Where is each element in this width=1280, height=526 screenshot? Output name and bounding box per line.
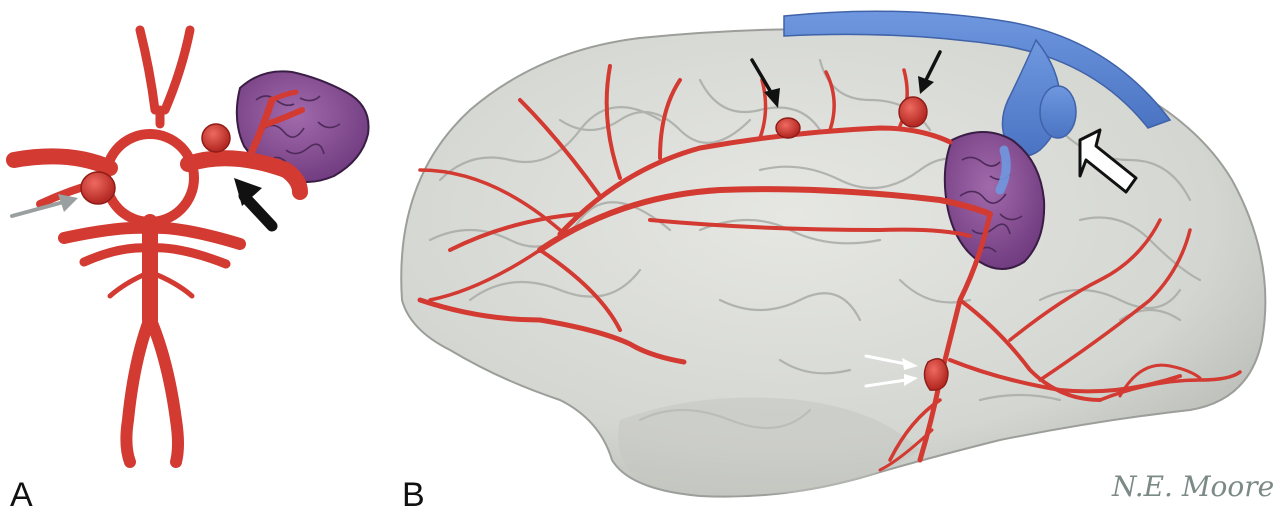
brain-hemisphere [400, 28, 1267, 498]
gray-arrow-icon [10, 194, 78, 218]
open-arrow-icon [1078, 128, 1138, 194]
panel-label-a: A [10, 476, 33, 514]
arterial-tree-b [417, 64, 1242, 472]
panel-label-b: B [402, 476, 425, 514]
aneurysm-right-a [201, 123, 231, 153]
aneurysm-b-2 [898, 96, 928, 128]
black-arrow-icon [234, 178, 278, 232]
artist-signature: N.E. Moore [1111, 470, 1274, 503]
black-arrow-icon [750, 58, 780, 108]
panel-b-lateral-brain [400, 10, 1267, 498]
black-arrow-icon [918, 50, 942, 94]
temporal-lobe-shadow [618, 397, 920, 495]
panel-a-circle-of-willis [6, 25, 370, 468]
draining-vein [783, 10, 1172, 192]
white-arrow-icon [864, 374, 918, 388]
aneurysm-left-a [80, 171, 116, 205]
aneurysm-b-1 [775, 117, 801, 139]
white-arrow-icon [864, 354, 918, 370]
aneurysm-b-3 [923, 358, 949, 391]
